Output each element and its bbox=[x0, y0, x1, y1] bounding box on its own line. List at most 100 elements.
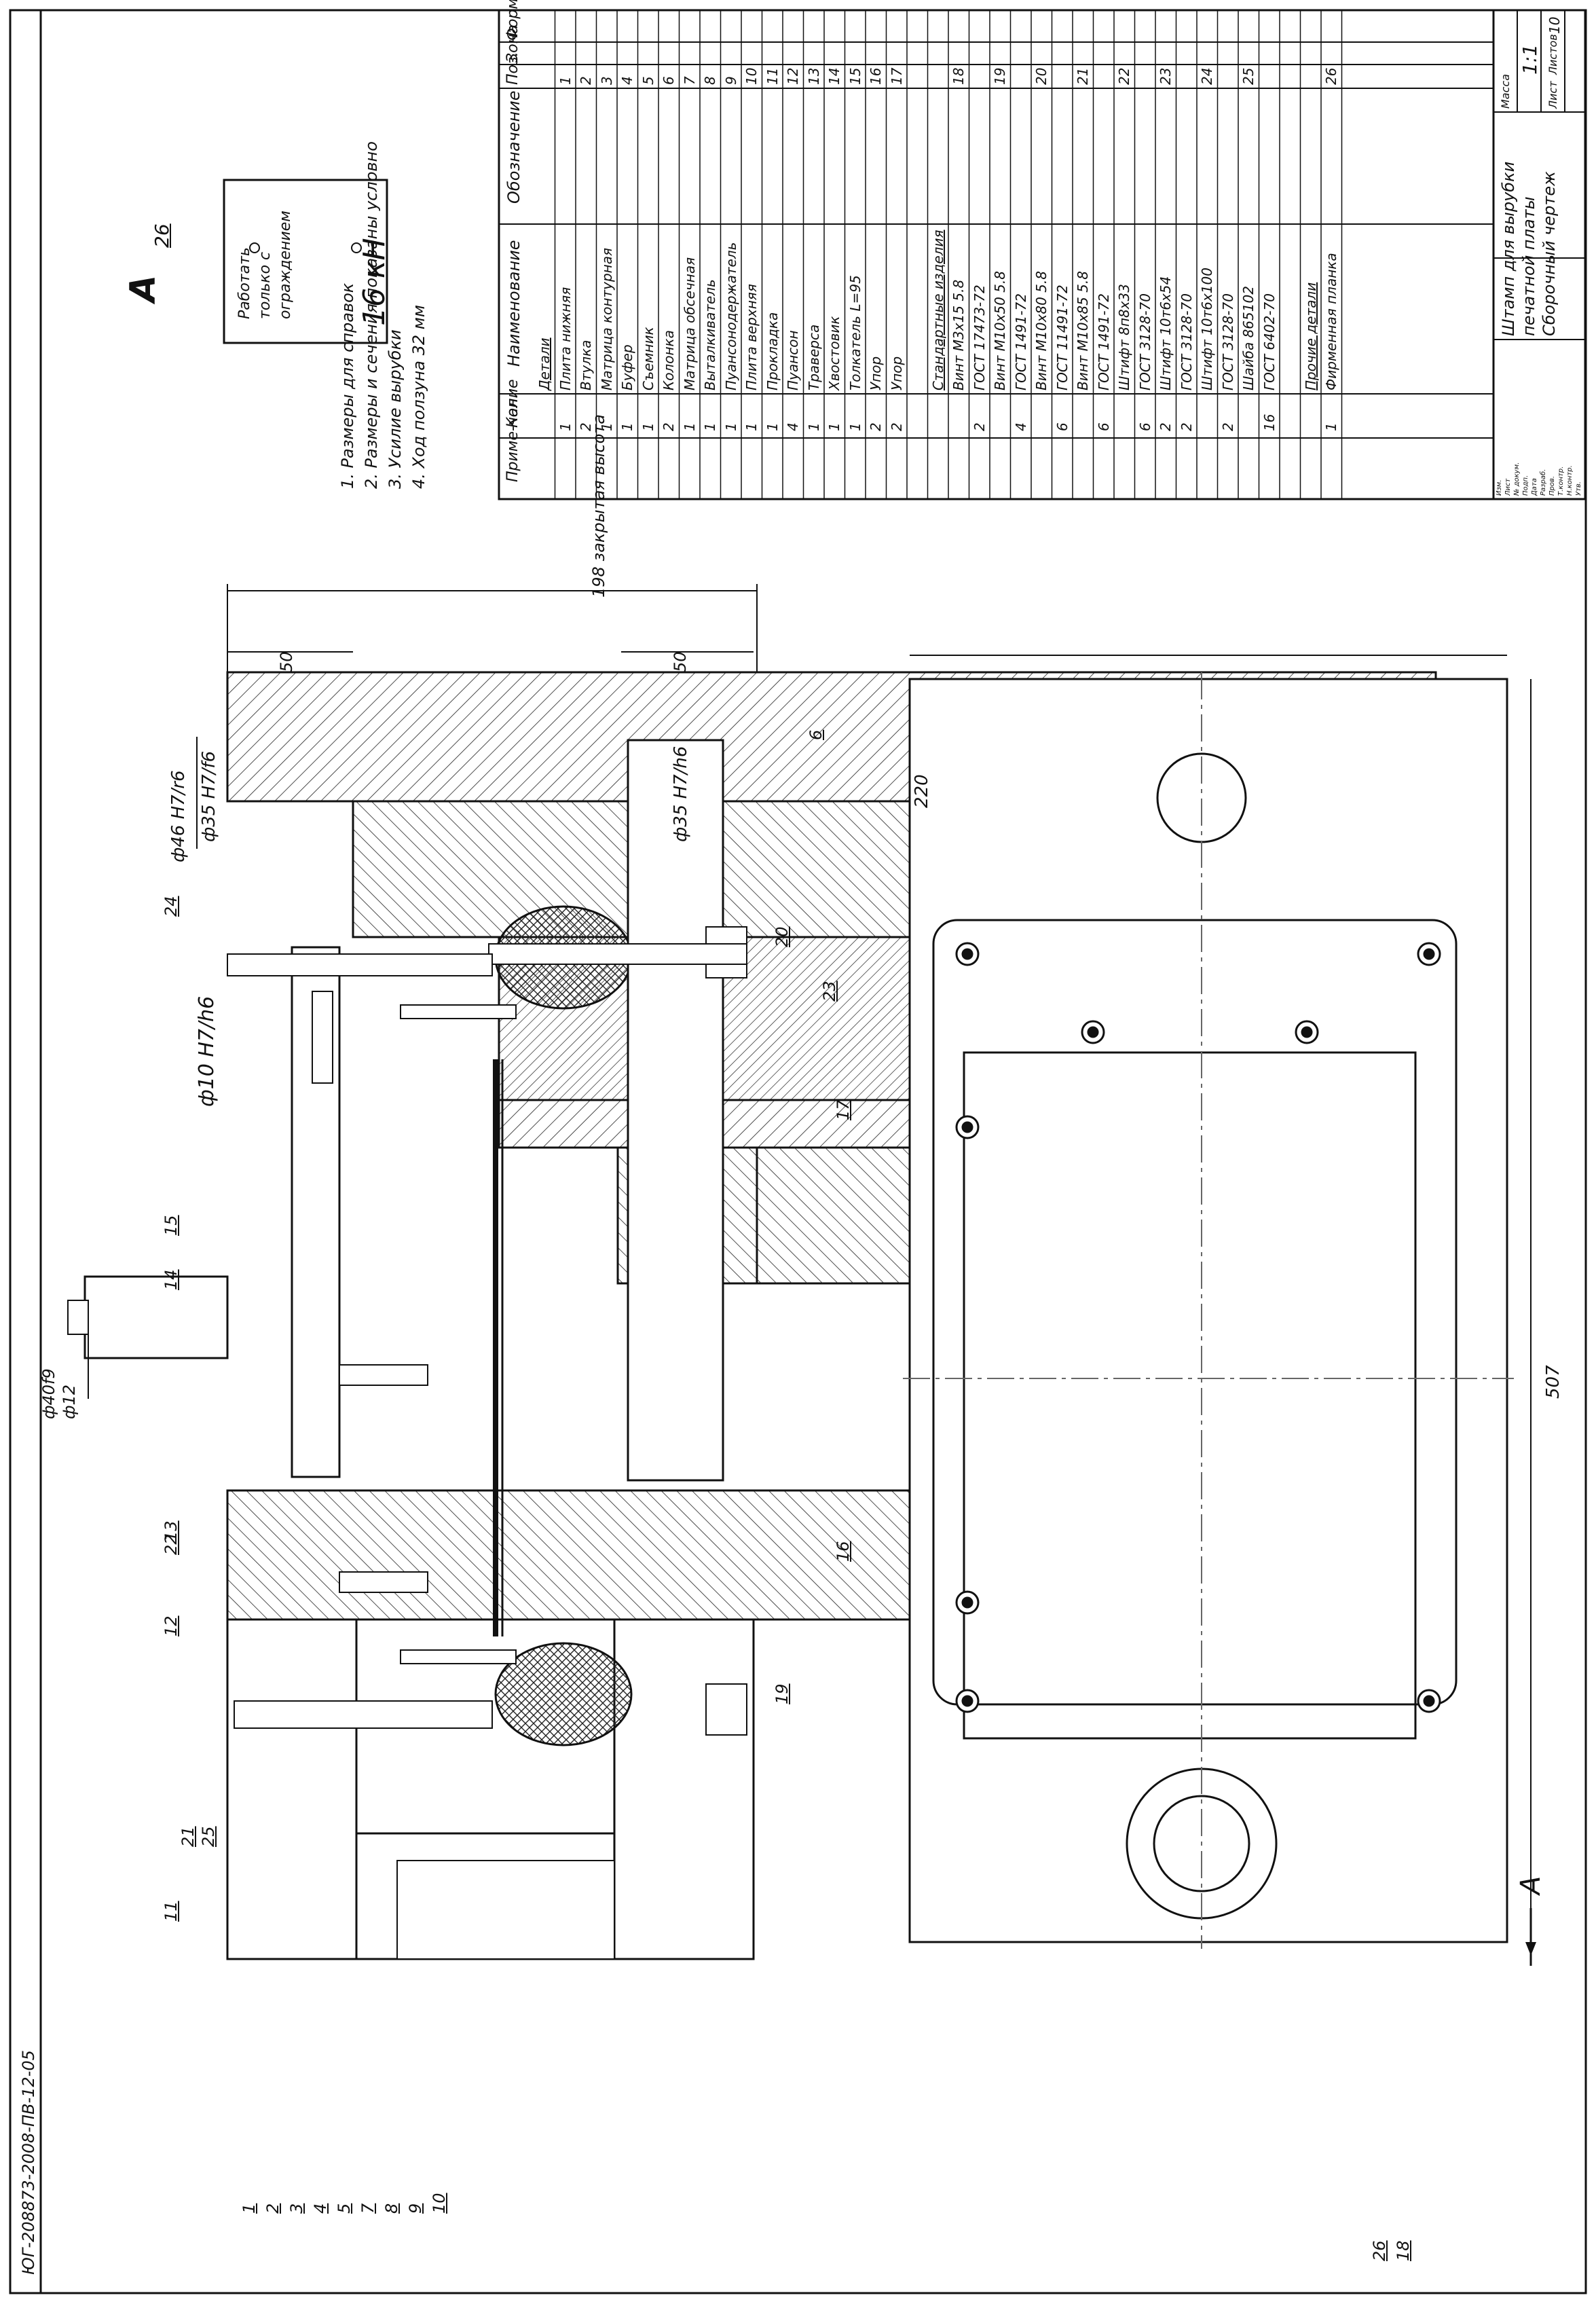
scale-value: 1:1 bbox=[1519, 43, 1541, 75]
spec-name: ГОСТ 1491-72 bbox=[1095, 293, 1112, 390]
spec-pos: 23 bbox=[1157, 67, 1174, 85]
spec-qty: 1 bbox=[1323, 422, 1339, 431]
sign-row-label: Т.контр. bbox=[1557, 466, 1565, 496]
spec-name: Траверса bbox=[805, 324, 822, 390]
spec-qty: 6 bbox=[1054, 422, 1071, 431]
spec-name: ГОСТ 17473-72 bbox=[971, 285, 988, 390]
spec-pos: 1 bbox=[557, 76, 574, 85]
callout: 12 bbox=[162, 1615, 181, 1636]
label-plate-line-1: Работать bbox=[236, 247, 253, 319]
spec-name: Съемник bbox=[639, 327, 656, 390]
spec-pos: 2 bbox=[578, 76, 594, 85]
spec-qty: 16 bbox=[1261, 414, 1278, 431]
label-plate bbox=[223, 179, 388, 344]
label-plate-line-2: только с bbox=[257, 251, 274, 319]
sign-row-label: Пров. bbox=[1548, 475, 1556, 496]
spec-qty: 6 bbox=[1095, 422, 1112, 431]
spec-qty: 4 bbox=[1012, 422, 1029, 431]
spec-pos: 16 bbox=[868, 67, 884, 85]
spec-name: Матрица обсечная bbox=[681, 257, 698, 390]
callout: 23 bbox=[820, 981, 839, 1002]
spec-qty: 6 bbox=[1136, 422, 1153, 431]
spec-pos: 17 bbox=[888, 67, 905, 85]
bolt-19 bbox=[705, 1683, 747, 1736]
spec-name: Штифт 10т6х54 bbox=[1157, 276, 1174, 390]
spec-name: Пуансон bbox=[785, 330, 801, 390]
spec-qty: 2 bbox=[868, 422, 884, 431]
spec-name: Детали bbox=[536, 337, 553, 390]
spec-name: ГОСТ 11491-72 bbox=[1054, 285, 1071, 390]
dim-closed-height: 198 закрытая высота bbox=[589, 414, 608, 598]
header-name: Наименование bbox=[504, 240, 523, 367]
label-plate-line-3: ограждением bbox=[277, 211, 294, 319]
spec-pos: 7 bbox=[681, 76, 698, 85]
scale-label: Масса bbox=[1499, 73, 1512, 109]
spec-pos: 8 bbox=[702, 76, 718, 85]
spec-name: Выталкиватель bbox=[702, 279, 718, 390]
spec-qty: 1 bbox=[557, 422, 574, 431]
callout: 8 bbox=[382, 2203, 401, 2214]
spec-pos: 25 bbox=[1240, 67, 1257, 85]
bolt-21 bbox=[234, 1700, 493, 1729]
spec-name: Прокладка bbox=[764, 312, 781, 390]
dim-column-fit-top: ф35 H7/f6 bbox=[199, 750, 219, 842]
callout: 2 bbox=[263, 2203, 282, 2214]
spec-qty: 1 bbox=[743, 422, 760, 431]
spec-pos: 20 bbox=[1033, 67, 1050, 85]
view-arrow-label: A bbox=[1515, 1875, 1546, 1895]
note-3: 3. Усилие вырубки bbox=[386, 329, 405, 489]
spec-name: ГОСТ 6402-70 bbox=[1261, 293, 1278, 390]
callout: 26 bbox=[1370, 2240, 1389, 2261]
dim-column-fit-bottom: ф35 H7/h6 bbox=[671, 746, 691, 842]
shank bbox=[83, 1275, 229, 1359]
doc-code: ЮГ-208873-2008-ПВ-12-05 bbox=[19, 2050, 38, 2275]
spec-name: ГОСТ 3128-70 bbox=[1136, 293, 1153, 390]
callout: 9 bbox=[406, 2203, 425, 2214]
dim-bottom-plate: 50 bbox=[671, 651, 690, 672]
plan-outline bbox=[908, 678, 1508, 1943]
spec-name: Винт М10х80 5.8 bbox=[1033, 271, 1050, 390]
spec-name: Винт М10х85 5.8 bbox=[1075, 271, 1091, 390]
spec-name: Штифт 8п8х33 bbox=[1116, 284, 1132, 390]
spec-name: Прочие детали bbox=[1302, 282, 1319, 390]
sign-row-label: Изм. bbox=[1496, 479, 1503, 496]
spec-pos: 10 bbox=[743, 67, 760, 85]
spec-pos: 18 bbox=[950, 67, 967, 85]
spec-qty: 1 bbox=[847, 422, 864, 431]
pin-24 bbox=[227, 953, 493, 976]
spec-name: Упор bbox=[868, 356, 884, 390]
plan-plate bbox=[932, 919, 1458, 1706]
spec-name: Упор bbox=[888, 356, 905, 390]
sign-row-label: № докум. bbox=[1513, 462, 1521, 496]
spec-pos: 6 bbox=[661, 76, 677, 85]
spec-pos: 4 bbox=[619, 76, 635, 85]
sign-row-label: Дата bbox=[1531, 478, 1538, 496]
spec-qty: 1 bbox=[826, 422, 842, 431]
spec-name: Штифт 10т6х100 bbox=[1199, 268, 1215, 390]
note-1: 1. Размеры для справок bbox=[338, 282, 357, 489]
spec-pos: 5 bbox=[639, 76, 656, 85]
header-note: Приме-чание bbox=[504, 379, 521, 482]
callout: 14 bbox=[162, 1269, 181, 1290]
spec-qty: 4 bbox=[785, 422, 801, 431]
sign-row-label: Разраб. bbox=[1540, 469, 1547, 496]
spec-pos: 24 bbox=[1199, 67, 1215, 85]
callout: 3 bbox=[287, 2203, 306, 2214]
spec-name: Плита верхняя bbox=[743, 284, 760, 390]
title-line-1: Штамп для вырубки bbox=[1499, 161, 1518, 336]
sheets-label: Листов bbox=[1546, 34, 1559, 75]
spec-name: Матрица контурная bbox=[598, 247, 615, 390]
spec-qty: 2 bbox=[971, 422, 988, 431]
spec-qty: 2 bbox=[888, 422, 905, 431]
spec-name: Хвостовик bbox=[826, 316, 842, 390]
spec-name: ГОСТ 3128-70 bbox=[1178, 293, 1195, 390]
callout: 19 bbox=[773, 1683, 792, 1704]
spec-pos: 9 bbox=[722, 76, 739, 85]
spec-name: Пуансонодержатель bbox=[722, 242, 739, 390]
callout: 24 bbox=[162, 896, 181, 917]
spec-name: Шайба 865102 bbox=[1240, 286, 1257, 390]
callout: 16 bbox=[834, 1541, 853, 1562]
spec-name: Колонка bbox=[661, 330, 677, 390]
dim-pin-fit: ф10 H7/h6 bbox=[195, 995, 219, 1107]
